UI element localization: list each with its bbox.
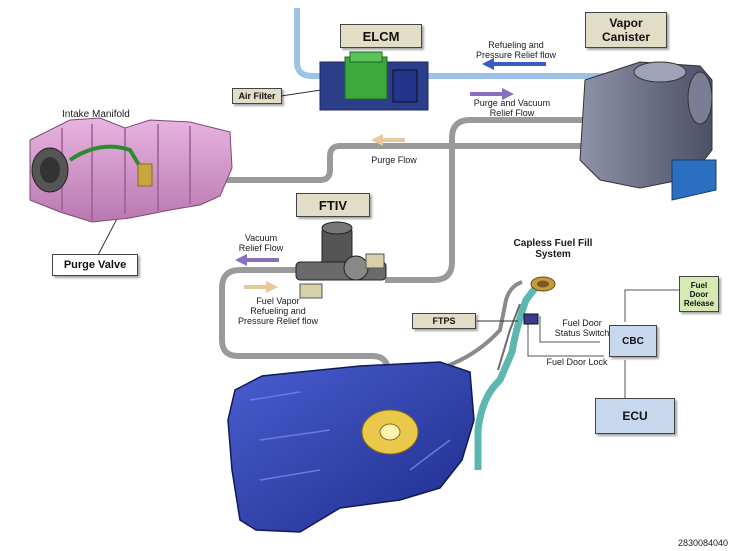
purge-valve-label-box: Purge Valve [52, 254, 138, 276]
ftiv-label: FTIV [318, 197, 348, 213]
ecu-label-box: ECU [595, 398, 675, 434]
vacuum-relief-flow-label: Vacuum Relief Flow [238, 233, 284, 253]
elcm-label: ELCM [362, 28, 400, 44]
cbc-label-box: CBC [609, 325, 657, 357]
air-filter-label: Air Filter [238, 91, 276, 101]
fuel-vapor-flow-arrow [244, 281, 278, 293]
refuel-pressure-flow-label: Refueling and Pressure Relief flow [475, 40, 557, 60]
ftps-label: FTPS [432, 316, 456, 326]
air-intake-hose [294, 8, 345, 79]
ftiv-to-tank-hose [219, 267, 391, 420]
ecu-label: ECU [622, 409, 648, 423]
purge-vacuum-flow-label: Purge and Vacuum Relief Flow [473, 98, 551, 118]
cbc-label: CBC [622, 335, 644, 347]
air-filter-label-box: Air Filter [232, 88, 282, 104]
ftps-label-box: FTPS [412, 313, 476, 329]
fuel-door-status-label: Fuel Door Status Switch [554, 318, 610, 338]
purge-valve-label: Purge Valve [63, 259, 127, 271]
fuel-tank [227, 361, 475, 533]
vapor-canister-label-box: Vapor Canister [585, 12, 667, 48]
refuel-flow-arrow [482, 58, 546, 70]
fuel-door-lock-wire [527, 318, 604, 357]
fuel-door-release-label-box: Fuel Door Release [679, 276, 719, 312]
figure-id: 2830084040 [677, 538, 728, 548]
fuel-door-status-wire [539, 316, 600, 343]
elcm-module [319, 51, 429, 111]
ftiv-valve [295, 221, 387, 299]
purge-vacuum-flow-arrow [470, 88, 514, 100]
capless-fill-head [523, 276, 556, 325]
intake-manifold [29, 117, 233, 223]
vapor-canister [579, 61, 717, 201]
ftiv-label-box: FTIV [296, 193, 370, 217]
capless-fill-label: Capless Fuel Fill System [513, 238, 593, 260]
purge-hose [150, 143, 600, 183]
intake-manifold-label: Intake Manifold [62, 109, 130, 120]
vacuum-relief-flow-arrow [235, 254, 279, 266]
fuel-vapor-flow-label: Fuel Vapor Refueling and Pressure Relief… [237, 296, 319, 326]
fuel-door-lock-label: Fuel Door Lock [546, 357, 608, 367]
fill-neck-outline [497, 303, 521, 371]
purge-flow-arrow [371, 134, 405, 146]
vapor-canister-label: Vapor Canister [601, 16, 651, 44]
fuel-door-release-label: Fuel Door Release [683, 280, 715, 308]
purge-flow-label: Purge Flow [371, 155, 417, 165]
canister-to-ftiv-hose [385, 117, 600, 283]
cbc-release-wire [624, 289, 680, 322]
fill-neck [474, 279, 543, 470]
elcm-label-box: ELCM [340, 24, 422, 48]
